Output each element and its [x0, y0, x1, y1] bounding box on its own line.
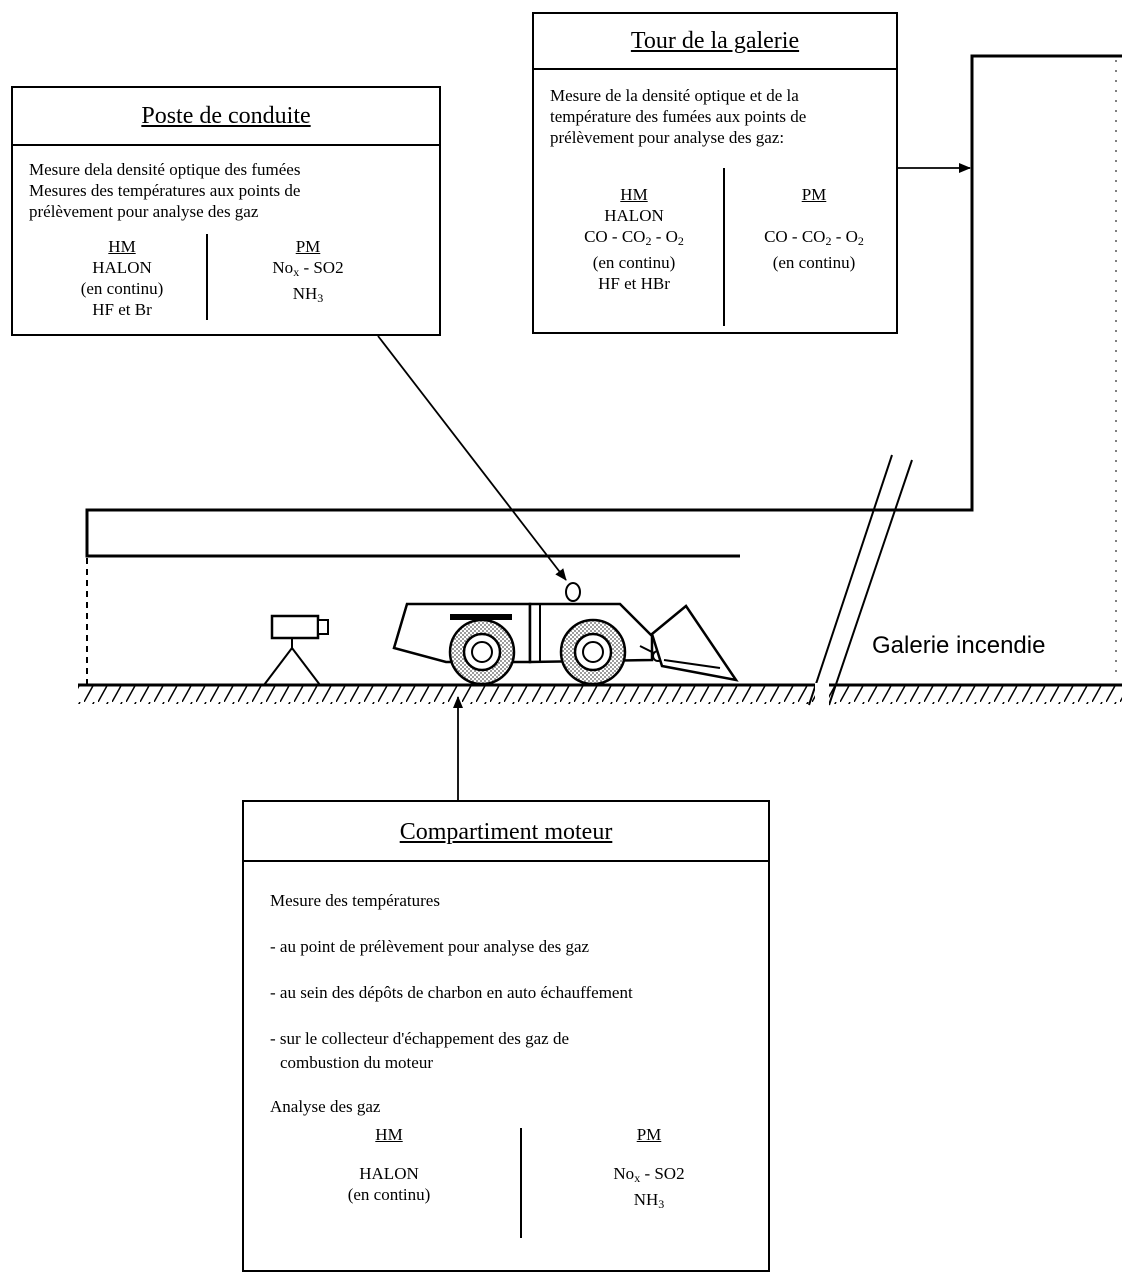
moteur-hm-heading: HM	[375, 1125, 403, 1144]
camera-body	[270, 614, 320, 640]
poste-title-bar: Poste de conduite	[13, 88, 439, 146]
moteur-bullet-1: - au point de prélèvement pour analyse d…	[270, 937, 590, 956]
poste-hm-item-3: HF et Br	[92, 300, 152, 319]
moteur-hm-column: HM HALON (en continu)	[304, 1124, 474, 1205]
loader-bucket	[650, 604, 739, 682]
moteur-column-divider	[520, 1128, 522, 1238]
tour-pm-heading: PM	[801, 185, 827, 204]
poste-pm-line-2: NH3	[292, 284, 324, 305]
poste-pm-heading: PM	[295, 237, 321, 256]
compartiment-moteur-box: Compartiment moteur Mesure des températu…	[242, 800, 770, 1272]
moteur-pm-column: PM Nox - SO2 NH3	[564, 1124, 734, 1215]
moteur-pm-line-1: Nox - SO2	[613, 1164, 685, 1185]
tour-hm-gas-line: CO - CO2 - O2	[584, 227, 684, 248]
camera-lens	[317, 619, 329, 635]
tour-hm-line-3: (en continu)	[592, 253, 676, 272]
tour-hm-line-4: HF et HBr	[598, 274, 670, 293]
poste-line-2: Mesures des températures aux points de	[29, 181, 301, 200]
poste-hm-item-2: (en continu)	[80, 279, 164, 298]
loader-vehicle	[392, 582, 739, 686]
camera-on-tripod	[263, 614, 329, 686]
moteur-bullet-2: - au sein des dépôts de charbon en auto …	[270, 983, 633, 1002]
poste-hm-heading: HM	[108, 237, 136, 256]
poste-hm-item-1: HALON	[92, 258, 152, 277]
ground-hatching	[78, 686, 1122, 704]
tripod-leg-right	[291, 647, 321, 686]
gallery-break-mask	[815, 683, 829, 705]
poste-pm-line-1: Nox - SO2	[272, 258, 344, 279]
tripod-leg-left	[263, 647, 293, 686]
moteur-intro: Mesure des températures	[270, 891, 440, 910]
tour-line-3: prélèvement pour analyse des gaz:	[550, 128, 785, 147]
tour-description: Mesure de la densité optique et de la te…	[550, 85, 896, 148]
tour-pm-gas-line: CO - CO2 - O2	[764, 227, 864, 248]
gallery-ceiling	[85, 508, 870, 558]
poste-pm-column: PM Nox - SO2 NH3	[243, 236, 373, 309]
moteur-pm-heading: PM	[636, 1125, 662, 1144]
moteur-title: Compartiment moteur	[399, 819, 613, 845]
poste-de-conduite-box: Poste de conduite Mesure dela densité op…	[11, 86, 441, 336]
loader-bucket-edge	[663, 659, 721, 669]
poste-description: Mesure dela densité optique des fumées M…	[29, 159, 439, 222]
moteur-title-bar: Compartiment moteur	[244, 802, 768, 862]
tour-pm-line-2: (en continu)	[772, 253, 856, 272]
tour-hm-heading: HM	[620, 185, 648, 204]
tour-line-1: Mesure de la densité optique et de la	[550, 86, 799, 105]
poste-line-1: Mesure dela densité optique des fumées	[29, 160, 301, 179]
tour-column-divider	[723, 168, 725, 326]
tour-de-la-galerie-box: Tour de la galerie Mesure de la densité …	[532, 12, 898, 334]
poste-hm-column: HM HALON (en continu) HF et Br	[57, 236, 187, 320]
moteur-bullet-3-cont: combustion du moteur	[280, 1053, 433, 1072]
loader-wheel-front	[559, 618, 627, 686]
moteur-hm-item-1: HALON	[359, 1164, 419, 1183]
moteur-hm-item-2: (en continu)	[347, 1185, 431, 1204]
gallery-break-line-right	[828, 459, 913, 706]
moteur-bullet-3: - sur le collecteur d'échappement des ga…	[270, 1029, 570, 1048]
loader-rear-detail	[393, 603, 408, 649]
poste-title: Poste de conduite	[141, 103, 311, 129]
loader-roof-bar	[450, 614, 512, 620]
tower-outline	[828, 54, 1122, 512]
tour-title: Tour de la galerie	[630, 28, 800, 54]
tour-hm-column: HM HALON CO - CO2 - O2 (en continu) HF e…	[554, 184, 714, 294]
loader-wheel-rear	[448, 618, 516, 686]
poste-column-divider	[206, 234, 208, 320]
galerie-incendie-label: Galerie incendie	[872, 632, 1046, 659]
arrow-poste-to-driver	[377, 335, 567, 581]
tour-line-2: température des fumées aux points de	[550, 107, 807, 126]
driver-sensor	[565, 582, 581, 602]
moteur-analyse-label: Analyse des gaz	[270, 1097, 381, 1116]
poste-line-3: prélèvement pour analyse des gaz	[29, 202, 259, 221]
tour-pm-column: PM CO - CO2 - O2 (en continu)	[734, 184, 894, 273]
tour-hm-line-1: HALON	[604, 206, 664, 225]
moteur-pm-line-2: NH3	[633, 1190, 665, 1211]
tour-title-bar: Tour de la galerie	[534, 14, 896, 70]
gallery-break-line-left	[808, 454, 893, 706]
